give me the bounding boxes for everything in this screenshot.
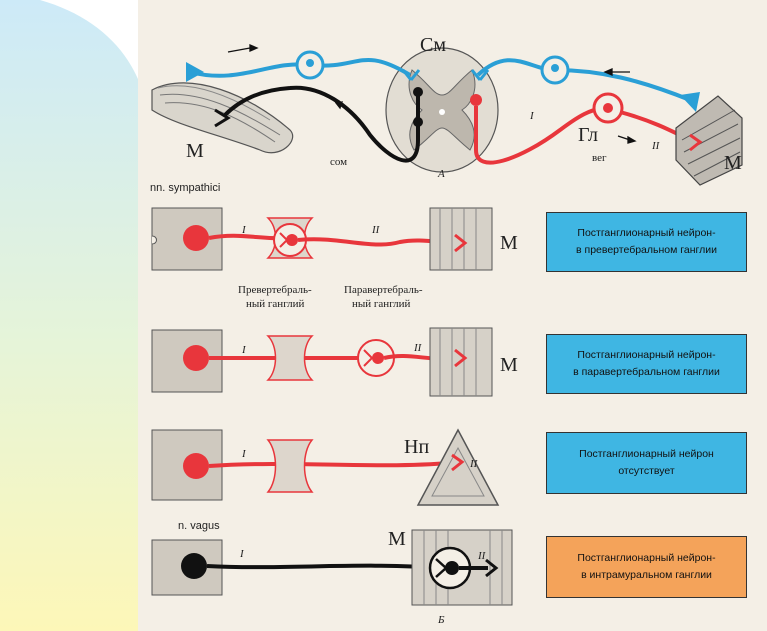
label-internal-organ: Нп: [404, 436, 430, 458]
panel-letter-a: А: [438, 168, 445, 180]
cardiac-muscle-right: [675, 95, 743, 186]
label-vagus-nerve: n. vagus: [178, 520, 220, 532]
label-row4-i: I: [240, 548, 244, 560]
label-row3-i: I: [242, 448, 246, 460]
spinal-cord-section: [385, 47, 499, 173]
info-box-line2: в превертебральном ганглии: [576, 244, 717, 256]
slide-decor-shape: [0, 0, 150, 631]
info-box-line2: в паравертебральном ганглии: [573, 366, 720, 378]
label-row2-ii: II: [414, 342, 422, 354]
label-sympathetic-nerves: nn. sympathici: [150, 182, 221, 194]
label-row4-muscle: М: [388, 528, 406, 550]
afferent-neuron-visceral: [470, 55, 700, 112]
info-box-line2: в интрамуральном ганглии: [581, 569, 712, 581]
label-prevertebral-1: Превертебраль-: [238, 284, 312, 296]
label-row1-muscle: М: [500, 232, 518, 254]
label-spinal-cord: См: [420, 34, 446, 56]
info-box-prevertebral: Постганглионарный нейрон- в превертебрал…: [546, 212, 747, 272]
label-ganglion: Гл: [578, 124, 599, 146]
info-box-line1: Постганглионарный нейрон-: [577, 227, 716, 239]
label-row3-ii: II: [470, 458, 478, 470]
info-box-line2: отсутствует: [618, 465, 675, 477]
label-row2-muscle: М: [500, 354, 518, 376]
row-no-postganglionic: [151, 428, 500, 506]
afferent-neuron-somatic: [186, 50, 421, 82]
row-prevertebral: [151, 207, 493, 271]
sympathetic-preganglionic-neuron: [470, 92, 691, 165]
panel-letter-b: Б: [438, 614, 445, 626]
label-neuron-i-a: I: [530, 110, 534, 122]
label-muscle-left: М: [186, 140, 204, 162]
info-box-line1: Постганглионарный нейрон-: [577, 349, 716, 361]
label-row1-i: I: [242, 224, 246, 236]
direction-arrows: [227, 44, 637, 144]
label-row4-ii: II: [478, 550, 486, 562]
info-box-line1: Постганглионарный нейрон: [579, 448, 714, 460]
info-box-line1: Постганглионарный нейрон-: [577, 552, 716, 564]
row-vagus-intramural: [151, 529, 513, 606]
label-prevertebral-2: ный ганглий: [246, 298, 305, 310]
label-row2-i: I: [242, 344, 246, 356]
label-muscle-right: М: [724, 152, 742, 174]
label-paravertebral-1: Паравертебраль-: [344, 284, 423, 296]
label-vegetative: вег: [592, 152, 607, 164]
skeletal-muscle-left: [151, 82, 294, 154]
label-row1-ii: II: [372, 224, 380, 236]
label-neuron-ii-a: II: [652, 140, 660, 152]
label-paravertebral-2: ный ганглий: [352, 298, 411, 310]
info-box-intramural: Постганглионарный нейрон- в интрамуральн…: [546, 536, 747, 598]
row-paravertebral: [151, 327, 493, 397]
info-box-absent: Постганглионарный нейрон отсутствует: [546, 432, 747, 494]
info-box-paravertebral: Постганглионарный нейрон- в паравертебра…: [546, 334, 747, 394]
label-somatic: сом: [330, 156, 348, 168]
